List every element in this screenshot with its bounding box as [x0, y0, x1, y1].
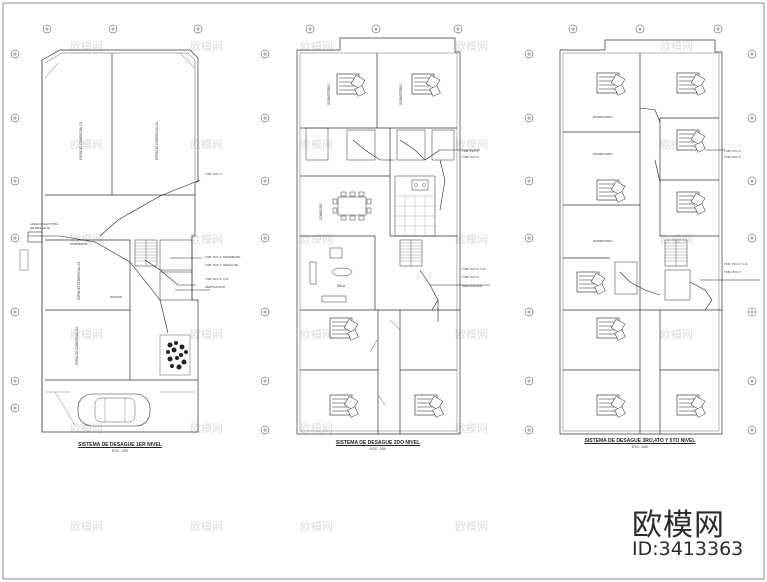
svg-text:欧模网: 欧模网 — [300, 138, 333, 151]
svg-text:DORMITORIO: DORMITORIO — [399, 84, 403, 105]
plan-2-caption: SISTEMA DE DESAGUE 2DO NIVEL — [335, 440, 421, 446]
plan-3-caption: SISTEMA DE DESAGUE 3RO,4TO Y 5TO NIVEL — [584, 438, 696, 444]
svg-text:欧模网: 欧模网 — [190, 422, 223, 435]
svg-text:欧模网: 欧模网 — [660, 328, 693, 341]
svg-text:VENTILACION: VENTILACION — [462, 284, 482, 288]
svg-text:欧模网: 欧模网 — [70, 233, 103, 246]
svg-text:LINEA COLECTORA: LINEA COLECTORA — [30, 222, 58, 226]
room-label-dormitorio-2: DORMITORIO — [593, 152, 613, 156]
svg-text:TUB. PVC 4" C.R.: TUB. PVC 4" C.R. — [205, 277, 229, 281]
svg-text:欧模网: 欧模网 — [190, 328, 223, 341]
svg-text:欧模网: 欧模网 — [70, 422, 103, 435]
svg-text:欧模网: 欧模网 — [660, 40, 693, 53]
svg-text:欧模网: 欧模网 — [300, 233, 333, 246]
room-label-dormitorio-3: DORMITORIO — [593, 239, 613, 243]
svg-text:欧模网: 欧模网 — [455, 233, 488, 246]
svg-text:ESPACIO COMERCIAL 02: ESPACIO COMERCIAL 02 — [155, 122, 159, 160]
svg-text:欧模网: 欧模网 — [300, 520, 333, 533]
room-label-sala: SALA — [337, 284, 346, 288]
plan-1-scale: ESC: 1/50 — [112, 449, 128, 453]
svg-text:TUB. PVC 4" C.R.: TUB. PVC 4" C.R. — [724, 262, 748, 266]
svg-text:ESPACIO COMERCIAL 04: ESPACIO COMERCIAL 04 — [75, 327, 79, 365]
brand-logo-text: 欧模网 — [632, 508, 725, 543]
svg-text:TUB. PVC 2": TUB. PVC 2" — [724, 155, 741, 159]
sofa-icon — [309, 247, 353, 303]
svg-text:VENTILACION: VENTILACION — [205, 285, 225, 289]
svg-text:TUB. PVC 4" C.R.: TUB. PVC 4" C.R. — [462, 267, 486, 271]
svg-text:欧模网: 欧模网 — [455, 328, 488, 341]
plan-2-scale: ESC: 1/50 — [370, 447, 386, 451]
svg-text:欧模网: 欧模网 — [190, 40, 223, 53]
svg-text:欧模网: 欧模网 — [300, 422, 333, 435]
plan-level-2: TUB. PVC 4" TUB. PVC 2" TUB. PVC 4" C.R.… — [296, 24, 534, 435]
svg-text:欧模网: 欧模网 — [455, 520, 488, 533]
svg-text:TUB. PVC 2": TUB. PVC 2" — [462, 155, 479, 159]
svg-text:欧模网: 欧模网 — [300, 328, 333, 341]
svg-text:TUB. PVC 4": TUB. PVC 4" — [205, 172, 222, 176]
svg-text:TUB. PVC 4": TUB. PVC 4" — [724, 149, 741, 153]
svg-text:欧模网: 欧模网 — [190, 233, 223, 246]
room-label-dormitorio-1: DORMITORIO — [593, 115, 613, 119]
svg-text:TUB. PVC 4" PENDIENTE: TUB. PVC 4" PENDIENTE — [205, 255, 240, 259]
svg-text:TUB. PVC 2": TUB. PVC 2" — [724, 270, 741, 274]
svg-text:欧模网: 欧模网 — [455, 422, 488, 435]
svg-text:DE DESAGUE: DE DESAGUE — [30, 226, 50, 230]
svg-text:欧模网: 欧模网 — [70, 520, 103, 533]
svg-text:欧模网: 欧模网 — [70, 138, 103, 151]
car-icon — [77, 393, 151, 427]
brand-id: ID:3413363 — [632, 538, 744, 560]
svg-text:欧模网: 欧模网 — [70, 328, 103, 341]
svg-text:ESPACIO COMERCIAL 03: ESPACIO COMERCIAL 03 — [77, 262, 81, 300]
svg-text:TUB. PVC 2": TUB. PVC 2" — [462, 275, 479, 279]
plan-level-3: TUB. PVC 4" TUB. PVC 2" TUB. PVC 4" C.R.… — [559, 24, 760, 435]
plan-1-caption: SISTEMA DE DESAGUE 1ER NIVEL — [78, 442, 162, 448]
svg-text:COMEDOR: COMEDOR — [319, 203, 323, 220]
svg-text:欧模网: 欧模网 — [190, 520, 223, 533]
svg-text:ESPACIO COMERCIAL 01: ESPACIO COMERCIAL 01 — [79, 122, 83, 160]
svg-text:欧模网: 欧模网 — [300, 40, 333, 53]
svg-text:TUB. PVC 2" DESAGUE: TUB. PVC 2" DESAGUE — [205, 263, 238, 267]
dining-table-icon — [332, 191, 372, 221]
svg-text:TUB. PVC 4": TUB. PVC 4" — [462, 149, 479, 153]
plan-level-1: LINEA COLECTORA DE DESAGUE TUB. PVC 4" P… — [10, 24, 270, 435]
svg-text:CORREDOR: CORREDOR — [70, 242, 88, 246]
svg-text:欧模网: 欧模网 — [70, 40, 103, 53]
svg-text:欧模网: 欧模网 — [455, 138, 488, 151]
plan-3-scale: ESC: 1/50 — [632, 445, 648, 449]
svg-text:DORMITORIO: DORMITORIO — [327, 84, 331, 105]
svg-text:欧模网: 欧模网 — [455, 40, 488, 53]
